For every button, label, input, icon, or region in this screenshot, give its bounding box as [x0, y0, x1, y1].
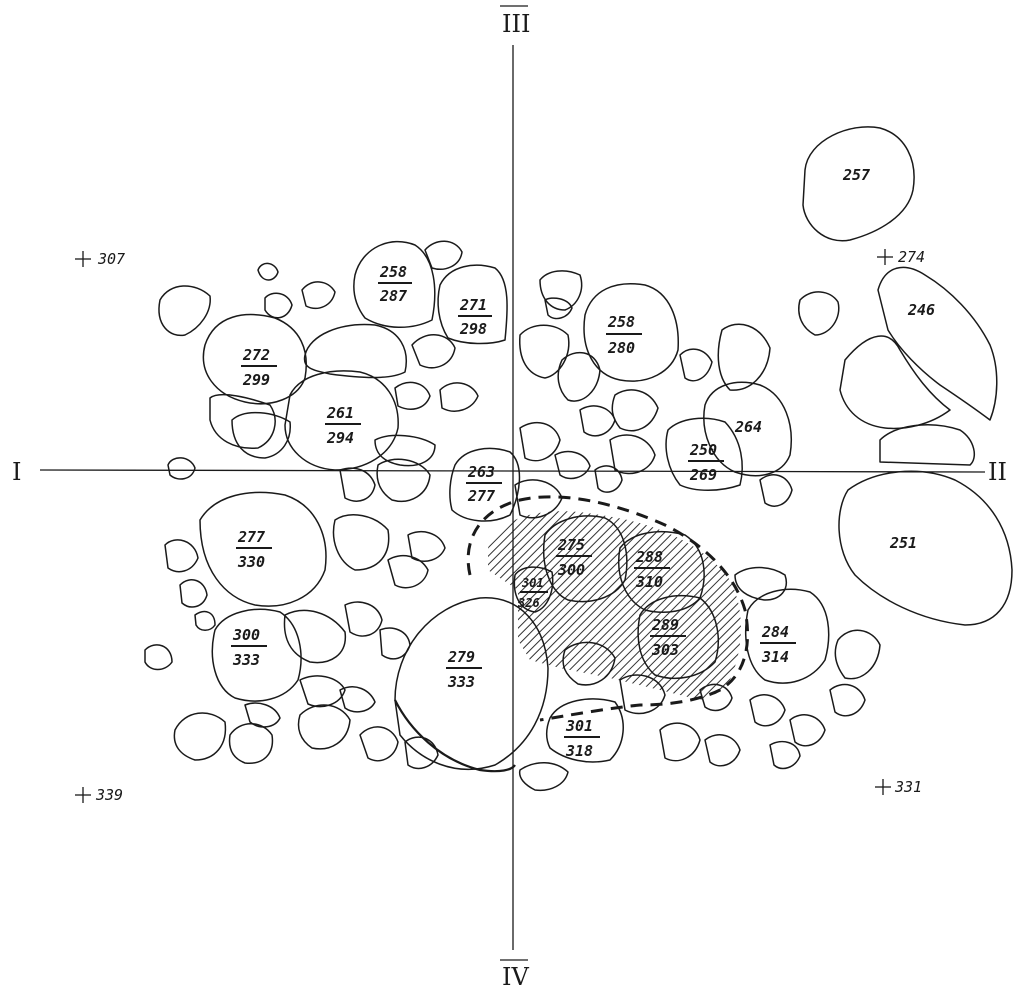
fraction-label-277-330: 277 330 — [236, 528, 272, 571]
fraction-label-289-303: 289 303 — [650, 616, 686, 659]
svg-text:300: 300 — [557, 561, 585, 579]
corner-mark-top-left: 307 — [75, 250, 125, 268]
axis-west-east — [39, 469, 986, 473]
stone-264 — [703, 381, 792, 477]
stone-261-294 — [284, 370, 399, 471]
fraction-label-300-333: 300 333 — [231, 626, 267, 669]
svg-text:301: 301 — [521, 576, 544, 590]
svg-text:280: 280 — [607, 339, 635, 357]
svg-text:277: 277 — [237, 528, 265, 546]
svg-text:314: 314 — [761, 648, 789, 666]
axis-label-north: III — [502, 10, 530, 38]
svg-text:275: 275 — [557, 536, 585, 554]
svg-text:263: 263 — [467, 463, 495, 481]
svg-text:272: 272 — [242, 346, 270, 364]
stone-279-333 — [394, 597, 549, 770]
svg-text:300: 300 — [232, 626, 260, 644]
fraction-label-263-277: 263 277 — [466, 463, 502, 505]
stone-272-299 — [202, 313, 307, 405]
svg-text:294: 294 — [326, 429, 354, 447]
fraction-label-288-310: 288 310 — [634, 548, 670, 591]
stone-301-326 — [513, 566, 554, 613]
svg-text:307: 307 — [97, 250, 125, 268]
svg-text:326: 326 — [517, 596, 540, 610]
corner-mark-top-right: 274 — [877, 248, 925, 266]
fraction-label-301-318: 301 318 — [564, 717, 600, 760]
label-246: 246 — [907, 301, 935, 319]
label-251: 251 — [889, 534, 917, 552]
svg-text:258: 258 — [607, 313, 635, 331]
dashed-feature-outline — [466, 495, 749, 722]
fraction-label-271-298: 271 298 — [458, 296, 492, 338]
fraction-label-258-287: 258 287 — [378, 263, 412, 305]
stone-275-300 — [543, 515, 628, 603]
svg-text:261: 261 — [326, 404, 354, 422]
svg-text:301: 301 — [565, 717, 593, 735]
fraction-label-284-314: 284 314 — [760, 623, 796, 666]
svg-text:299: 299 — [242, 371, 270, 389]
stone-258-287 — [353, 240, 436, 328]
svg-text:250: 250 — [689, 441, 717, 459]
svg-text:303: 303 — [651, 641, 679, 659]
svg-text:298: 298 — [459, 320, 487, 338]
svg-text:277: 277 — [467, 487, 495, 505]
svg-text:284: 284 — [761, 623, 789, 641]
svg-text:269: 269 — [689, 466, 717, 484]
stone-301-318 — [545, 698, 624, 763]
label-264: 264 — [734, 418, 762, 436]
stone-246 — [877, 266, 998, 421]
svg-text:274: 274 — [898, 248, 925, 266]
stone-300-333 — [211, 608, 302, 702]
fraction-label-279-333: 279 333 — [446, 648, 482, 691]
svg-text:289: 289 — [651, 616, 679, 634]
stones — [144, 126, 1013, 792]
svg-text:331: 331 — [894, 778, 922, 796]
stone-257 — [802, 126, 915, 242]
stone-284-314 — [745, 588, 830, 684]
axis-label-south: IV — [502, 963, 529, 991]
svg-text:287: 287 — [379, 287, 407, 305]
svg-text:339: 339 — [95, 786, 123, 804]
svg-text:288: 288 — [635, 548, 663, 566]
corner-mark-bottom-left: 339 — [75, 786, 123, 804]
stone-277-330 — [199, 491, 327, 607]
axis-label-east: II — [988, 458, 1007, 486]
stone-289-303 — [637, 595, 719, 680]
corner-mark-bottom-right: 331 — [875, 778, 922, 796]
svg-text:258: 258 — [379, 263, 407, 281]
svg-text:333: 333 — [447, 673, 475, 691]
svg-text:310: 310 — [635, 573, 663, 591]
stone-263-277 — [449, 447, 521, 522]
stone-271-298 — [437, 264, 508, 345]
fraction-label-261-294: 261 294 — [325, 404, 361, 447]
axis-label-west: I — [12, 458, 21, 486]
svg-text:330: 330 — [237, 553, 265, 571]
svg-text:271: 271 — [459, 296, 487, 314]
hatched-area — [488, 511, 741, 700]
stone-250-269 — [665, 417, 743, 491]
fraction-label-272-299: 272 299 — [241, 346, 277, 389]
fraction-label-275-300: 275 300 — [556, 536, 592, 579]
svg-text:333: 333 — [232, 651, 260, 669]
svg-text:279: 279 — [447, 648, 475, 666]
fraction-label-258-280: 258 280 — [606, 313, 642, 357]
label-257: 257 — [842, 166, 870, 184]
svg-text:318: 318 — [565, 742, 593, 760]
fraction-label-301-326: 301 326 — [517, 576, 548, 610]
fraction-label-250-269: 250 269 — [688, 441, 724, 484]
stone-251 — [838, 470, 1013, 626]
